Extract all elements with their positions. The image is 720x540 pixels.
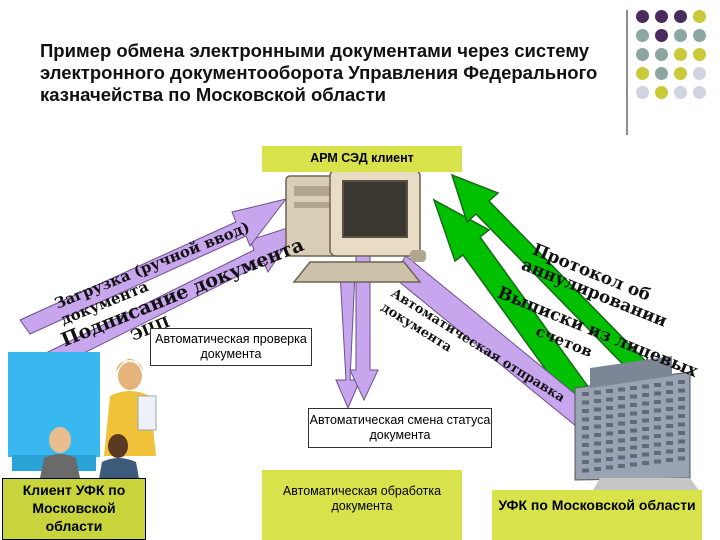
- arrow-protocols: [450, 173, 665, 394]
- decor-dot: [655, 67, 668, 80]
- decor-dot: [636, 48, 649, 61]
- decor-dot: [655, 10, 668, 23]
- decor-dot: [674, 29, 687, 42]
- decor-dot: [655, 86, 668, 99]
- slide-title: Пример обмена электронными документами ч…: [40, 40, 598, 105]
- decor-dot: [674, 48, 687, 61]
- decor-dot: [636, 67, 649, 80]
- decor-dot: [674, 86, 687, 99]
- computer-icon: [285, 169, 426, 283]
- decor-dot: [636, 86, 649, 99]
- divider-line: [626, 10, 628, 135]
- person-icon: [8, 352, 157, 488]
- decor-dot: [674, 67, 687, 80]
- arrow-upload-shadow: [19, 198, 288, 335]
- ufk-box: УФК по Московской области: [492, 490, 702, 540]
- decor-dot: [693, 48, 706, 61]
- decor-dot: [693, 10, 706, 23]
- decor-dot: [693, 29, 706, 42]
- decor-dot: [674, 10, 687, 23]
- status-change-box: Автоматическая смена статуса документа: [308, 408, 492, 448]
- arrow-check: [335, 271, 361, 410]
- auto-processing-box: Автоматическая обработка документа: [262, 470, 462, 540]
- building-icon: [574, 356, 700, 492]
- building-windows: [582, 380, 685, 473]
- auto-check-box: Автоматическая проверка документа: [150, 328, 312, 366]
- decor-dot: [655, 29, 668, 42]
- decor-dot: [655, 48, 668, 61]
- decor-dot: [693, 67, 706, 80]
- decor-dot: [636, 10, 649, 23]
- arm-client-box: АРМ СЭД клиент: [262, 146, 462, 172]
- decor-dot: [636, 29, 649, 42]
- decor-dot: [693, 86, 706, 99]
- ufk-client-box: Клиент УФК по Московской области: [2, 478, 146, 540]
- arrow-processing: [349, 235, 379, 402]
